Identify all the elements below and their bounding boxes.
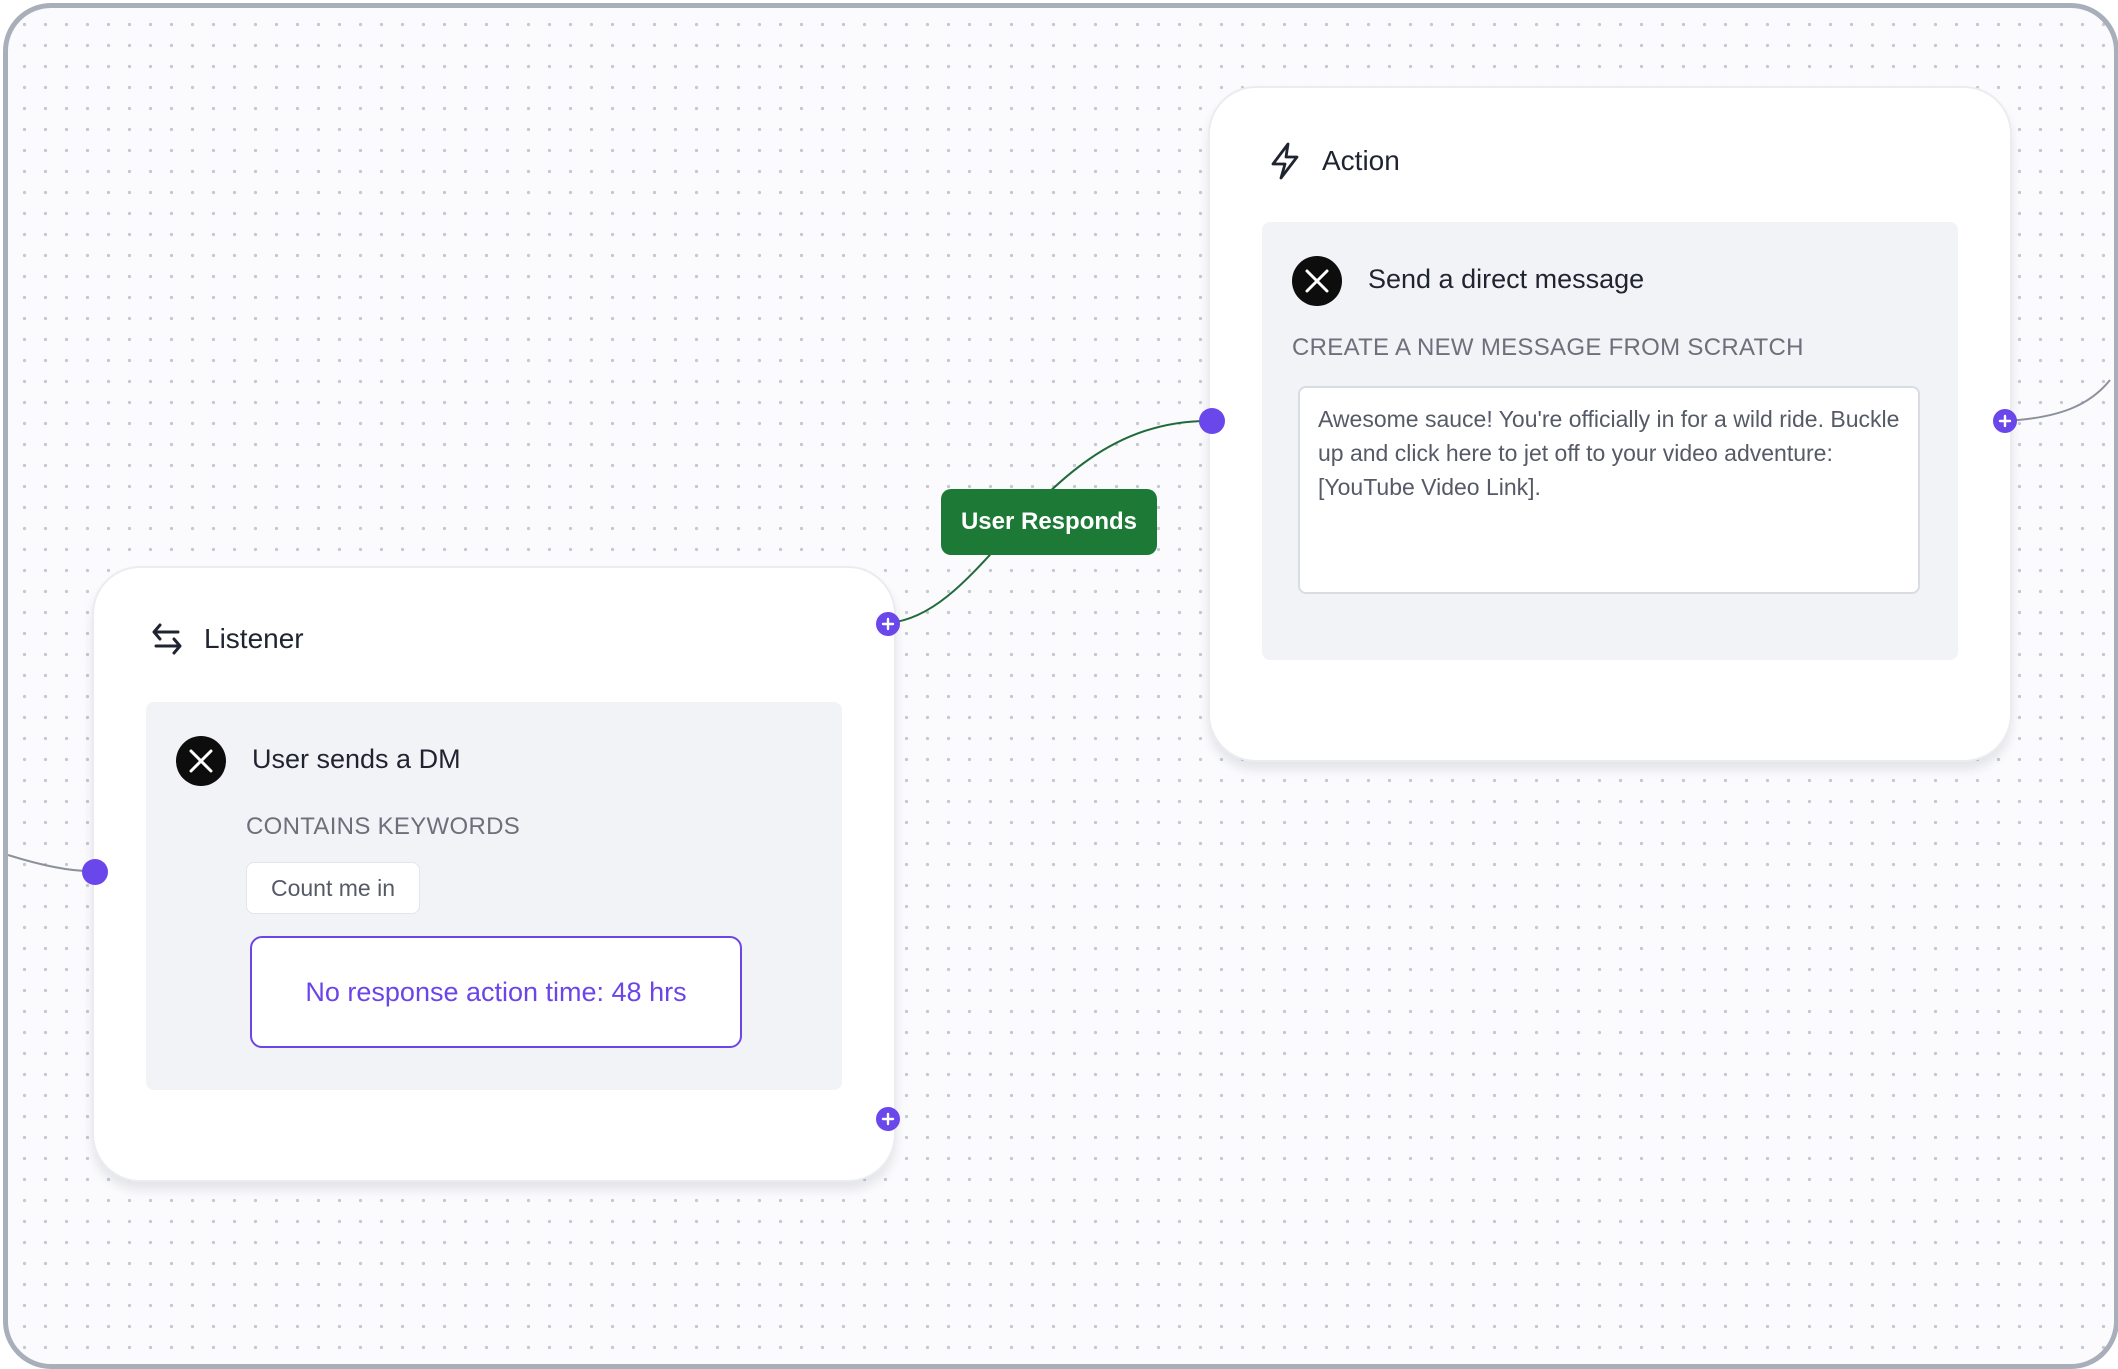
listener-input-handle[interactable]: [82, 859, 108, 885]
action-output-add-icon[interactable]: [1993, 409, 2017, 433]
action-step-panel[interactable]: Send a direct message CREATE A NEW MESSA…: [1262, 222, 1958, 660]
no-response-action-button[interactable]: No response action time: 48 hrs: [250, 936, 742, 1048]
condition-label: CONTAINS KEYWORDS: [246, 813, 521, 840]
keyword-chip[interactable]: Count me in: [246, 862, 420, 914]
listener-output-add-icon[interactable]: [876, 612, 900, 636]
message-mode-label: CREATE A NEW MESSAGE FROM SCRATCH: [1292, 334, 1804, 361]
action-node[interactable]: Action Send a direct message CREATE A NE…: [1208, 86, 2012, 762]
action-input-handle[interactable]: [1199, 408, 1225, 434]
edge-label-user-responds[interactable]: User Responds: [941, 489, 1157, 555]
listener-node[interactable]: Listener User sends a DM CONTAINS KEYWOR…: [92, 566, 896, 1182]
swap-arrows-icon: [148, 620, 186, 658]
x-logo-icon: [176, 736, 226, 786]
lightning-bolt-icon: [1266, 142, 1304, 180]
message-textarea[interactable]: Awesome sauce! You're officially in for …: [1298, 386, 1920, 594]
listener-title: Listener: [204, 623, 304, 654]
x-logo-icon: [1292, 256, 1342, 306]
action-title: Action: [1322, 145, 1400, 176]
listener-trigger-panel[interactable]: User sends a DM CONTAINS KEYWORDS Count …: [146, 702, 842, 1090]
listener-header: Listener: [148, 620, 304, 658]
trigger-title: User sends a DM: [252, 744, 461, 774]
action-header: Action: [1266, 142, 1400, 180]
edge-outgoing-right: [2004, 379, 2111, 422]
listener-timeout-add-icon[interactable]: [876, 1107, 900, 1131]
step-title: Send a direct message: [1368, 264, 1645, 294]
